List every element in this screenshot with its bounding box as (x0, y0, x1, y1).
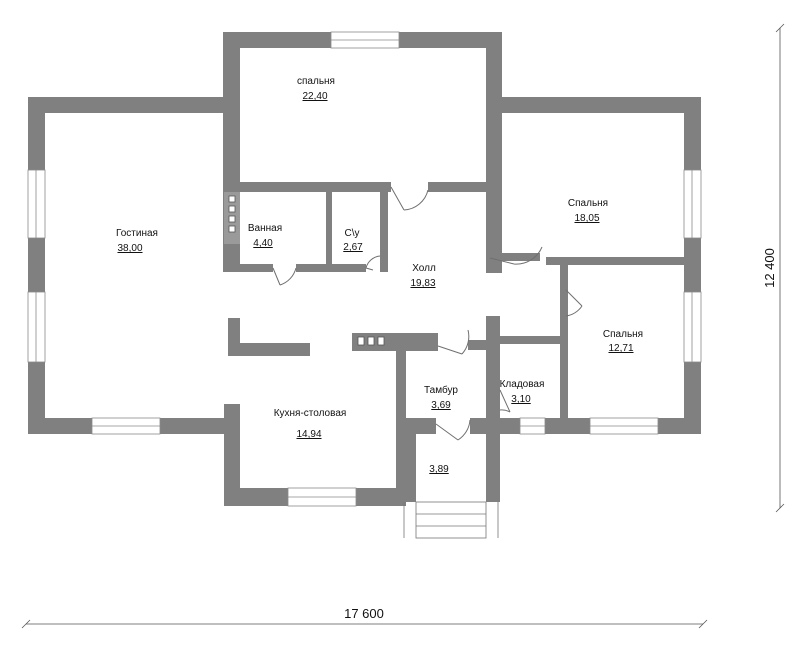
room-labels: Гостиная 38,00 спальня 22,40 Ванная 4,40… (116, 76, 643, 475)
wall-kitchen-bottom-b (356, 488, 406, 506)
windows (27, 31, 702, 507)
wall-vest-top (468, 340, 500, 350)
window-living-left-2 (27, 291, 46, 363)
door-bed2 (565, 289, 583, 317)
dim-width-label: 17 600 (344, 606, 384, 621)
wall-living-top (28, 97, 238, 113)
walls (28, 32, 701, 506)
room-name-bath: Ванная (248, 223, 282, 234)
wall-kitchen-stub (228, 343, 310, 356)
wall-right-right (684, 97, 701, 434)
wall-bed-top-right (486, 32, 502, 273)
wall-kitchen-left (224, 404, 240, 506)
wall-pantry-top (500, 336, 562, 344)
door-wc (365, 255, 381, 271)
wall-wc-right (380, 190, 388, 272)
door-pantry (499, 389, 511, 413)
room-name-wc: С\у (345, 228, 360, 239)
window-living-left-1 (27, 169, 46, 239)
doors (272, 186, 583, 441)
window-bed2-right (683, 291, 702, 363)
wall-kitchen-bottom-a (224, 488, 288, 506)
room-area-living: 38,00 (117, 243, 142, 254)
room-area-porch: 3,89 (429, 464, 449, 475)
wall-porch-left (406, 434, 416, 502)
door-bedroom-top (390, 186, 429, 211)
room-area-bath: 4,40 (253, 238, 273, 249)
door-bath (272, 267, 297, 286)
wall-bath-bottom-a (223, 264, 273, 272)
wall-pantry-left (486, 316, 500, 426)
door-vestibule (437, 329, 470, 355)
room-name-living: Гостиная (116, 228, 158, 239)
wall-bed1-bottom-a (500, 253, 540, 261)
wall-vest-bottom-b (470, 418, 520, 434)
room-name-bedroom-top: спальня (297, 76, 335, 87)
room-area-kitchen: 14,94 (296, 429, 321, 440)
porch-steps (403, 501, 499, 539)
room-area-bedroom-1: 18,05 (574, 213, 599, 224)
wall-bath-wc (326, 190, 332, 270)
room-name-vestibule: Тамбур (424, 384, 458, 396)
room-name-pantry: Кладовая (500, 379, 545, 390)
room-area-bedroom-top: 22,40 (302, 91, 327, 102)
room-area-vestibule: 3,69 (431, 400, 451, 411)
room-area-bedroom-2: 12,71 (608, 343, 633, 354)
door-entrance (435, 419, 471, 441)
window-bed1 (683, 169, 702, 239)
room-name-hall: Холл (412, 263, 436, 274)
wall-bed1-bottom-b (546, 257, 686, 265)
wall-bed-top-left (223, 32, 240, 192)
wall-living-left (28, 97, 45, 434)
wall-bed-top-bottom-a (223, 182, 391, 192)
wall-right-top (486, 97, 701, 113)
wall-vest-bottom-a (406, 418, 436, 434)
wall-kitchen-right (396, 333, 406, 506)
wall-bed2-left (560, 257, 568, 420)
dim-height-label: 12 400 (762, 248, 777, 288)
vent-units (224, 192, 385, 346)
door-bed1 (489, 246, 543, 265)
room-name-bedroom-1: Спальня (568, 198, 608, 209)
room-area-pantry: 3,10 (511, 394, 531, 405)
wall-kitchen-top-right (352, 333, 438, 351)
wall-bed-top-bottom-b (428, 182, 488, 192)
dimension-lines: 17 600 12 400 (21, 23, 785, 629)
room-area-wc: 2,67 (343, 242, 363, 253)
room-area-hall: 19,83 (410, 278, 435, 289)
wall-porch-right (486, 434, 500, 502)
room-name-bedroom-2: Спальня (603, 329, 643, 340)
room-name-kitchen: Кухня-столовая (274, 408, 347, 419)
